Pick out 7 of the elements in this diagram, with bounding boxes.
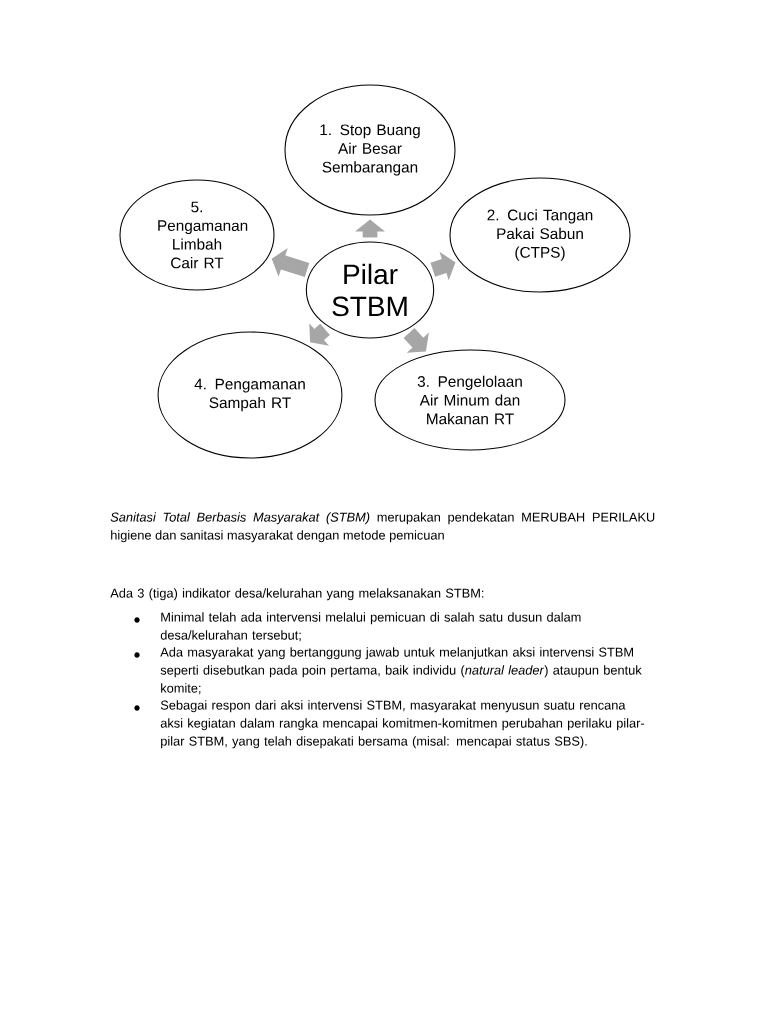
bullet-item: Ada masyarakat yang bertanggung jawab untuk melanjutkan aksi intervensi STBM seperti disebutkan pada poin pertama, baik individu (natural leader) ataupun bentuk komite;: [160, 647, 642, 695]
bullet-item: Sebagai respon dari aksi intervensi STBM, masyarakat menyusun suatu rencana aksi kegiatan dalam rangka mencapai komitmen-komitmen perubahan perilaku pilar-pilar STBM, yang telah disepakati bersama (misal: mencapai status SBS).: [160, 700, 645, 749]
block-arrow: [403, 328, 429, 353]
bullet-item: Minimal telah ada intervensi melalui pemicuan di salah satu dusun dalam desa/kelurahan tersebut;: [160, 612, 581, 642]
heading: Ada 3 (tiga) indikator desa/kelurahan yang melaksanakan STBM:: [110, 588, 484, 601]
block-arrow: [309, 323, 330, 346]
paragraph: Sanitasi Total Berbasis Masyarakat (STBM) merupakan pendekatan MERUBAH PERILAKU higiene dan sanitasi masyarakat dengan metode pemicuan: [110, 512, 655, 543]
